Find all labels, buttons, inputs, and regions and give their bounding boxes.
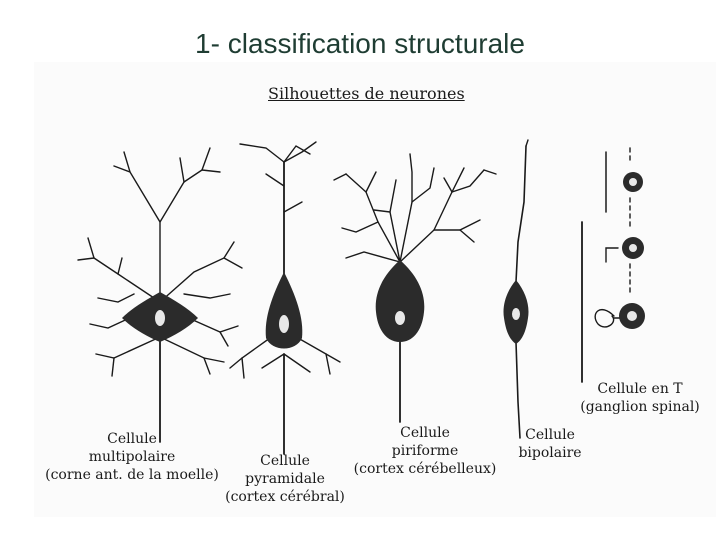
figure-heading: Silhouettes de neurones [268,84,465,103]
pyramidal-neuron-drawing [229,141,341,455]
bipolar-neuron-drawing [515,139,529,439]
neuron-drawings [77,139,645,455]
label-t-cell: Cellule en T (ganglion spinal) [580,381,700,415]
label-pyramidal-cell: Cellule pyramidale (cortex cérébral) [225,453,345,505]
slide-title: 1- classification structurale [195,28,525,59]
piriform-neuron-drawing [333,153,497,423]
multipolar-neuron-drawing [77,147,243,443]
neuron-figure: Silhouettes de neurones Cellule multipol… [34,62,716,517]
label-bipolar-cell: Cellule bipolaire [518,427,582,461]
t-cell-drawings [581,147,645,383]
label-multipolar-cell: Cellule multipolaire (corne ant. de la m… [45,431,219,483]
label-piriform-cell: Cellule piriforme (cortex cérébelleux) [353,425,497,477]
